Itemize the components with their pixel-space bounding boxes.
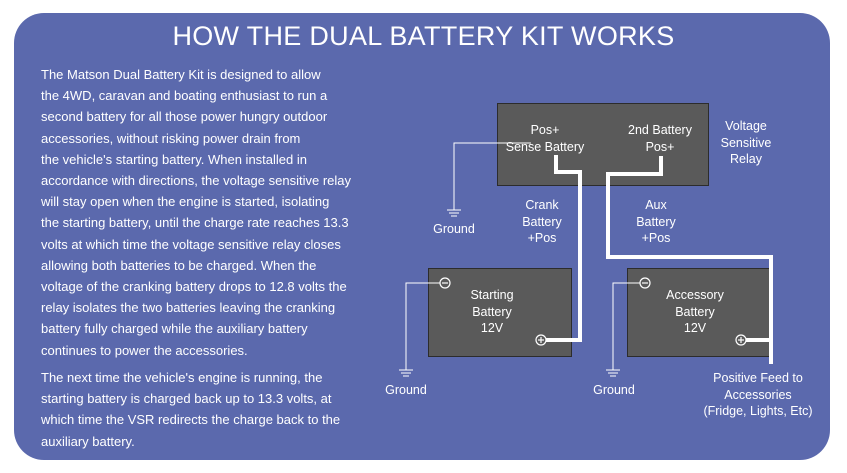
paragraph-line: volts at which time the voltage sensitiv…: [41, 236, 341, 252]
description-paragraph-1: The Matson Dual Battery Kit is designed …: [41, 64, 381, 361]
vsr-ground-wire: [453, 142, 531, 210]
paragraph-line: auxiliary battery.: [41, 433, 135, 449]
page-title: HOW THE DUAL BATTERY KIT WORKS: [172, 21, 675, 51]
aux-battery-label: Aux Battery +Pos: [636, 198, 676, 245]
paragraph-line: starting battery is charged back up to 1…: [41, 391, 332, 407]
aux-positive-wire: [606, 156, 773, 364]
paragraph-line: accordance with directions, the voltage …: [41, 173, 351, 189]
paragraph-line: will stay open when the engine is starte…: [41, 194, 330, 210]
vsr-side-label: Voltage Sensitive Relay: [720, 119, 772, 166]
paragraph-line: relay isolates the two batteries leaving…: [41, 300, 336, 316]
starting-ground-wire: [405, 282, 445, 370]
paragraph-line: the vehicle's starting battery. When ins…: [41, 151, 307, 167]
paragraph-line: second battery for all those power hungr…: [41, 109, 328, 125]
paragraph-line: The next time the vehicle's engine is ru…: [41, 370, 323, 385]
voltage-sensitive-relay-box: [497, 103, 709, 186]
accessory-negative-terminal: [639, 277, 651, 289]
paragraph-line: The Matson Dual Battery Kit is designed …: [41, 67, 321, 82]
paragraph-line: which time the VSR redirects the charge …: [41, 412, 341, 428]
ground-symbol-accessory: [606, 369, 620, 377]
vsr-pos-sense-label: Pos+ Sense Battery: [505, 123, 585, 154]
paragraph-line: the 4WD, caravan and boating enthusiast …: [41, 88, 328, 104]
crank-positive-wire: [544, 155, 582, 342]
starting-positive-terminal: [535, 334, 547, 346]
accessory-battery-box: [627, 268, 771, 357]
crank-battery-label: Crank Battery +Pos: [522, 198, 562, 245]
positive-feed-label: Positive Feed to Accessories (Fridge, Li…: [703, 371, 813, 418]
paragraph-line: the starting battery, until the charge r…: [41, 215, 349, 231]
background-panel: [14, 13, 830, 460]
paragraph-line: accessories, without risking power drain…: [41, 130, 301, 146]
ground-symbol-starting: [399, 369, 413, 377]
ground-label-accessory: Ground: [593, 383, 635, 397]
accessory-positive-terminal: [735, 334, 747, 346]
ground-label-starting: Ground: [385, 383, 427, 397]
accessory-battery-label: Accessory Battery 12V: [666, 288, 724, 335]
ground-symbol-vsr: [447, 209, 461, 217]
paragraph-line: continues to power the accessories.: [41, 342, 248, 358]
paragraph-line: voltage of the cranking battery drops to…: [41, 279, 347, 295]
paragraph-line: allowing both batteries to be charged. W…: [41, 257, 317, 273]
accessory-ground-wire: [612, 282, 645, 370]
starting-negative-terminal: [439, 277, 451, 289]
ground-label-vsr: Ground: [433, 222, 475, 236]
starting-battery-label: Starting Battery 12V: [470, 288, 514, 335]
starting-battery-box: [428, 268, 572, 357]
description-paragraph-2: The next time the vehicle's engine is ru…: [41, 367, 381, 452]
vsr-second-battery-label: 2nd Battery Pos+: [628, 123, 692, 154]
paragraph-line: battery fully charged while the auxiliar…: [41, 321, 308, 337]
